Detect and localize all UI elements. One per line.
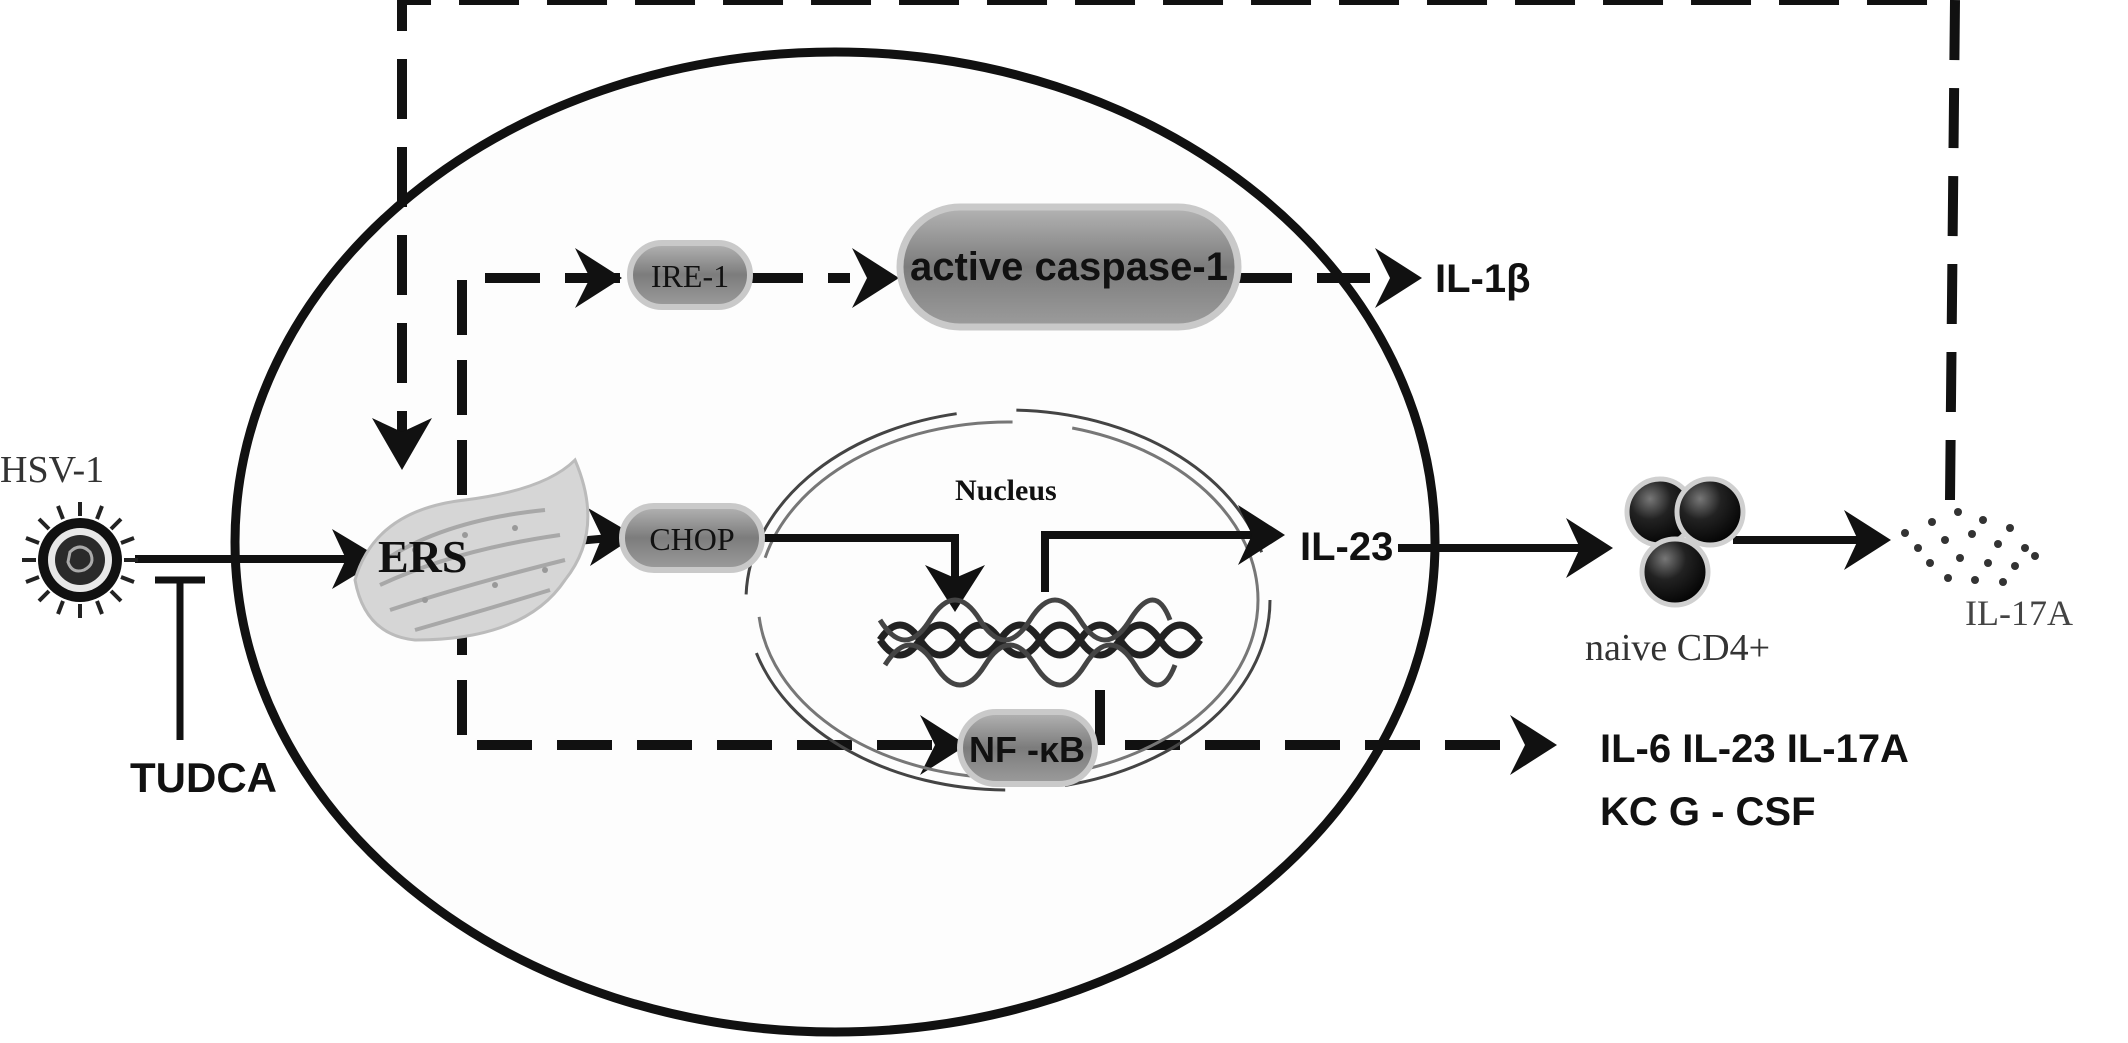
hsv1-label: HSV-1 (0, 449, 104, 491)
caspase1-label: active caspase-1 (910, 245, 1228, 289)
cd4-il17a-arrowhead (1844, 510, 1891, 570)
nucleus-envelope (744, 408, 1272, 792)
ers-branch-dashes (457, 273, 1520, 750)
cytokine-particles-icon (1901, 508, 2039, 586)
endoplasmic-reticulum-icon (353, 457, 590, 642)
nucleus-label: Nucleus (955, 474, 1057, 507)
caspase1-node (896, 203, 1242, 331)
chop-node (619, 503, 765, 573)
ers-label: ERS (378, 531, 467, 582)
tudca-inhibition (155, 576, 205, 740)
ire1-label: IRE-1 (651, 258, 729, 294)
nfkb-label: NF -κB (969, 729, 1085, 770)
tudca-label: TUDCA (130, 754, 277, 801)
cytokines-arrowhead (1510, 715, 1557, 775)
naive-cd4-label: naive CD4+ (1585, 627, 1770, 669)
solid-arrows (135, 531, 1860, 592)
caspase-arrowhead (852, 248, 899, 308)
il1b-label: IL-1β (1435, 257, 1531, 301)
ire1-arrowhead (575, 248, 622, 308)
il23-label: IL-23 (1300, 525, 1393, 569)
chop-label: CHOP (649, 521, 734, 557)
cytokines-line2: KC G - CSF (1600, 790, 1816, 834)
chop-dna-arrowhead (925, 565, 985, 612)
hsv-ers-arrowhead (332, 529, 382, 589)
ire1-node (627, 240, 753, 310)
il23-cd4-arrowhead (1566, 518, 1613, 578)
dna-helix-icon (877, 597, 1203, 688)
cytokines-line1: IL-6 IL-23 IL-17A (1600, 727, 1909, 771)
t-cell-cluster-icon (1624, 476, 1746, 608)
il1b-arrowhead (1375, 248, 1422, 308)
nfkb-node (957, 709, 1098, 787)
virus-icon (22, 502, 138, 618)
feedback-arrowhead (372, 418, 432, 470)
ers-chop-arrowhead (588, 508, 636, 566)
dna-il23-arrowhead (1238, 505, 1285, 565)
nfkb-arrowhead (920, 715, 967, 775)
il17a-label: IL-17A (1965, 593, 2073, 633)
